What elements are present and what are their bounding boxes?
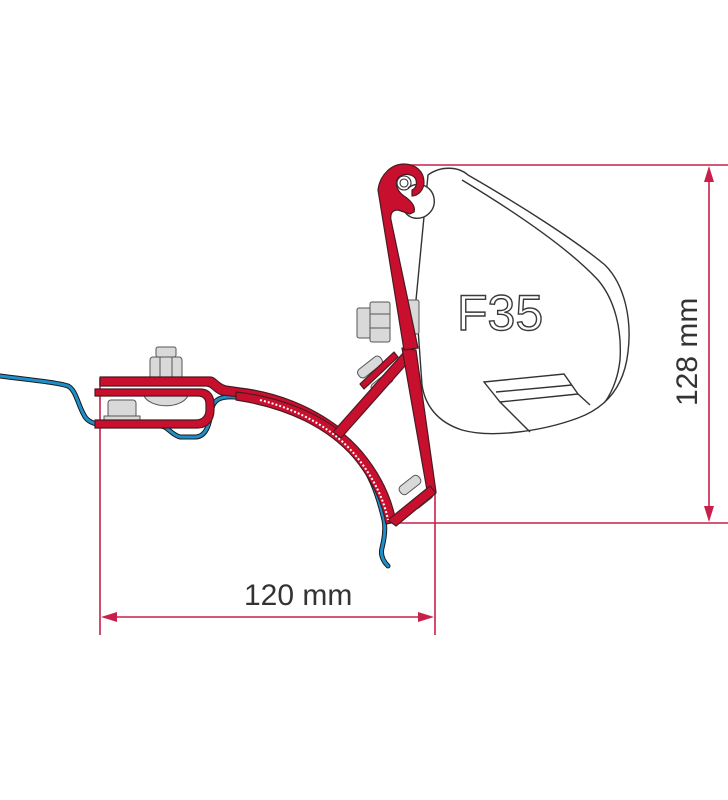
dimension-arrows (101, 166, 714, 622)
width-dimension-label: 120 mm (244, 579, 352, 612)
vehicle-roof-profile (0, 373, 391, 569)
mounting-bracket (94, 163, 437, 527)
hook-ring (396, 175, 412, 191)
bolts (103, 299, 434, 510)
serration (259, 399, 389, 521)
height-dimension-label: 128 mm (671, 298, 704, 406)
model-label: F35 (457, 285, 543, 341)
awning-case (401, 167, 630, 435)
